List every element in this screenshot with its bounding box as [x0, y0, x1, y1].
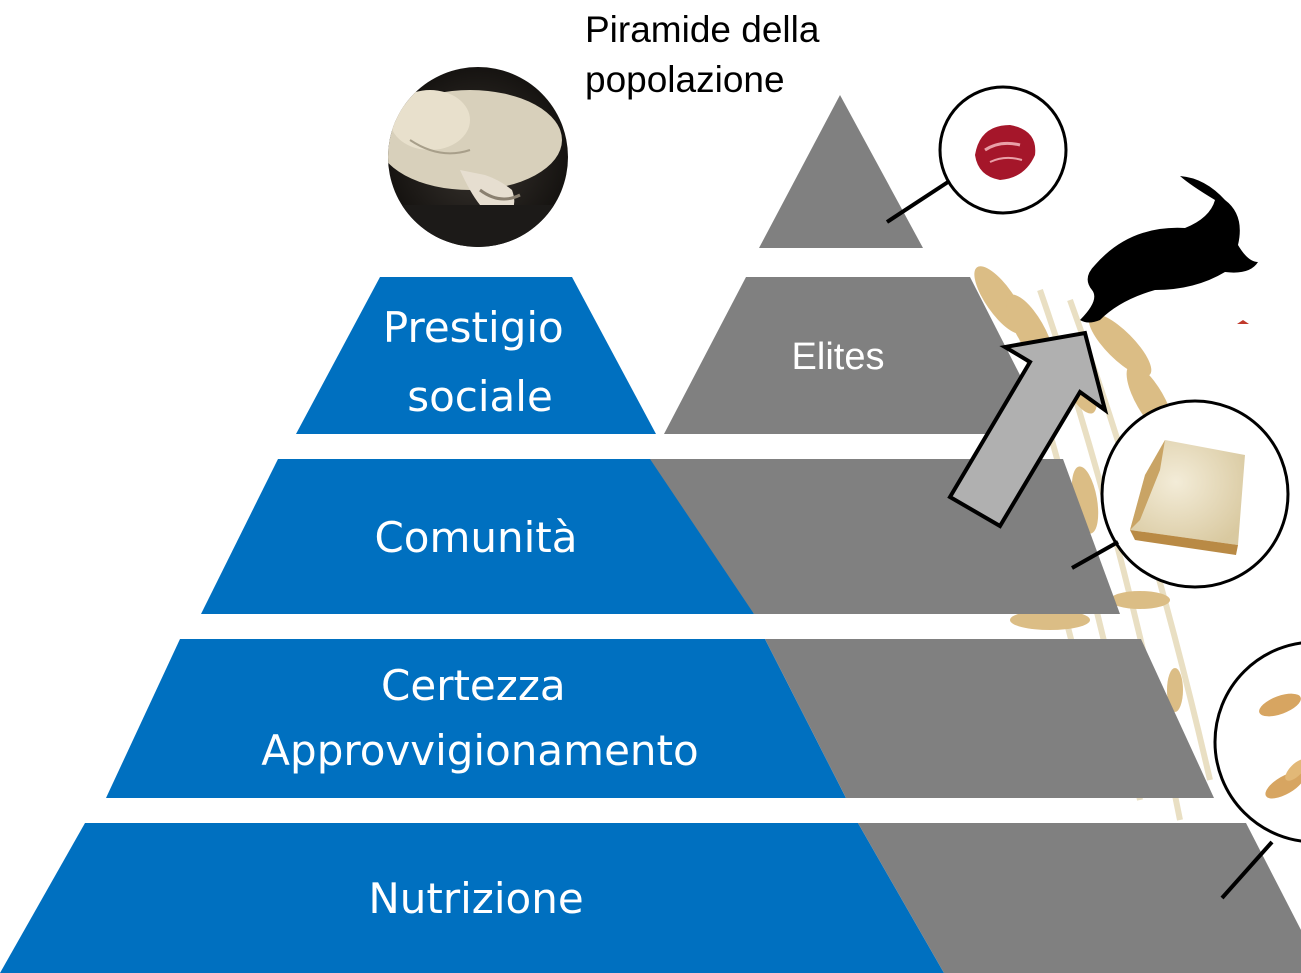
- population-level-elites: [664, 277, 1050, 434]
- needs-level-nutrition: [0, 823, 944, 973]
- upward-arrow: [947, 330, 1109, 529]
- population-level-top: [759, 95, 923, 248]
- needs-level-supply: [106, 639, 846, 798]
- cheese-wedge-image: [1071, 399, 1290, 589]
- svg-text:Prestigio sociale: Prestigio sociale: [383, 303, 577, 421]
- needs-pyramid: Prestigio sociale Comunità Certezza Appr…: [0, 277, 944, 973]
- small-red-mark: [1237, 320, 1249, 324]
- needs-level-prestige: [296, 277, 656, 434]
- lamb-painting-image: [388, 67, 568, 247]
- population-pyramid-title: Piramide della popolazione: [585, 9, 830, 100]
- needs-label-prestige-line2: sociale: [407, 372, 553, 421]
- needs-label-supply-line1: Certezza: [381, 661, 566, 710]
- needs-label-supply-line2: Approvvigionamento: [261, 726, 698, 775]
- raw-meat-image: [885, 85, 1068, 224]
- needs-label-prestige-line1: Prestigio: [383, 303, 564, 352]
- needs-level-community: [201, 459, 754, 614]
- title-line-1: Piramide della: [585, 9, 820, 50]
- title-line-2: popolazione: [585, 59, 785, 100]
- rabbit-silhouette: [1080, 176, 1258, 323]
- population-label-elites: Elites: [792, 336, 885, 378]
- needs-label-nutrition: Nutrizione: [368, 874, 583, 923]
- needs-label-community: Comunità: [374, 513, 577, 562]
- population-level-3: [765, 639, 1214, 798]
- wheat-grain-image: [1213, 641, 1301, 900]
- population-level-4: [858, 823, 1301, 973]
- svg-text:Certezza Approvvigioname: Certezza Approvvigionamento: [261, 661, 698, 775]
